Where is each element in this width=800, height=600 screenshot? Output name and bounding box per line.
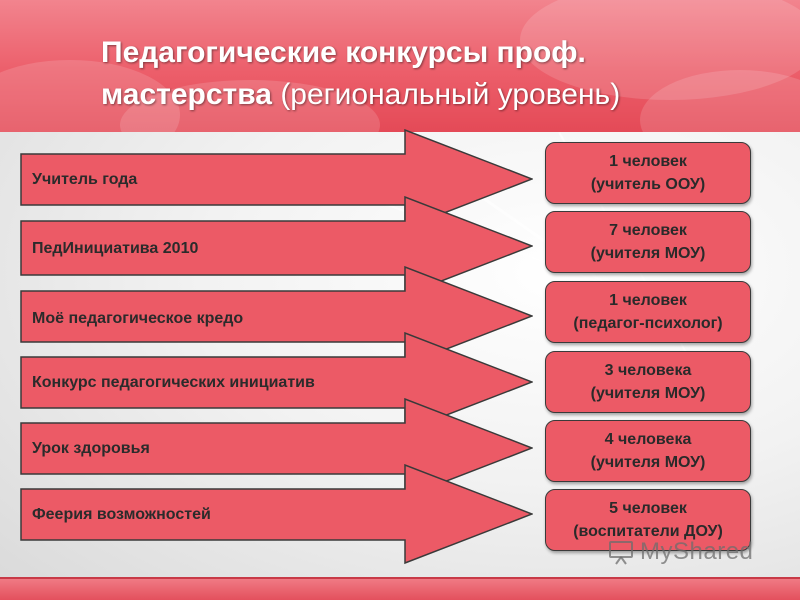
result-box: 5 человек (воспитатели ДОУ): [545, 489, 751, 551]
result-participants: (педагог-психолог): [573, 315, 723, 332]
watermark-text: MyShared: [640, 538, 754, 565]
result-participants: (учителя МОУ): [590, 385, 706, 402]
result-participants: (учитель ООУ): [590, 176, 706, 193]
title-line-2-bold: мастерства: [101, 78, 272, 111]
competition-name: Конкурс педагогических инициатив: [32, 374, 315, 391]
result-count: 1 человек: [609, 153, 687, 170]
result-count: 5 человек: [609, 500, 687, 517]
slide-title: Педагогические конкурсы проф. мастерства…: [101, 32, 781, 116]
presentation-icon: [609, 541, 633, 565]
competition-name: Феерия возможностей: [32, 506, 211, 523]
result-box: 7 человек (учителя МОУ): [545, 211, 751, 273]
result-box: 1 человек (учитель ООУ): [545, 142, 751, 204]
competition-name: Урок здоровья: [32, 440, 150, 457]
bottom-bar: [0, 577, 800, 600]
result-participants: (учителя МОУ): [590, 245, 706, 262]
arrow-shape: [20, 464, 533, 565]
result-box: 4 человека (учителя МОУ): [545, 420, 751, 482]
watermark: MyShared: [608, 538, 753, 566]
result-count: 3 человека: [604, 362, 692, 379]
result-count: 7 человек: [609, 222, 687, 239]
title-line-2-rest: (региональный уровень): [271, 78, 621, 111]
competition-name: Моё педагогическое кредо: [32, 310, 244, 327]
title-line-1: Педагогические конкурсы проф.: [101, 36, 586, 69]
result-box: 3 человека (учителя МОУ): [545, 351, 751, 413]
title-line-2: мастерства (региональный уровень): [101, 74, 781, 116]
result-count: 1 человек: [609, 292, 687, 309]
result-participants: (учителя МОУ): [590, 454, 706, 471]
result-count: 4 человека: [604, 431, 692, 448]
result-participants: (воспитатели ДОУ): [573, 523, 723, 540]
competition-name: ПедИнициатива 2010: [32, 240, 199, 257]
competition-arrow: Феерия возможностей: [20, 464, 533, 600]
result-box: 1 человек (педагог-психолог): [545, 281, 751, 343]
competition-name: Учитель года: [32, 171, 138, 188]
cloud-shape: [520, 0, 800, 100]
